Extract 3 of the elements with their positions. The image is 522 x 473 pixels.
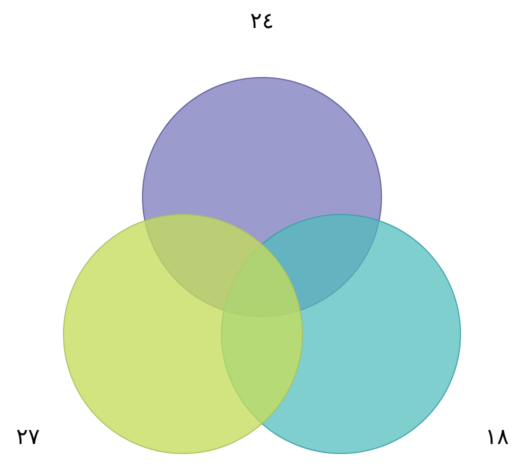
set-count-label: ٢٤ <box>250 11 274 33</box>
set-count-label: ١٨ <box>485 427 509 449</box>
set-count-label: ٢٧ <box>16 427 40 449</box>
